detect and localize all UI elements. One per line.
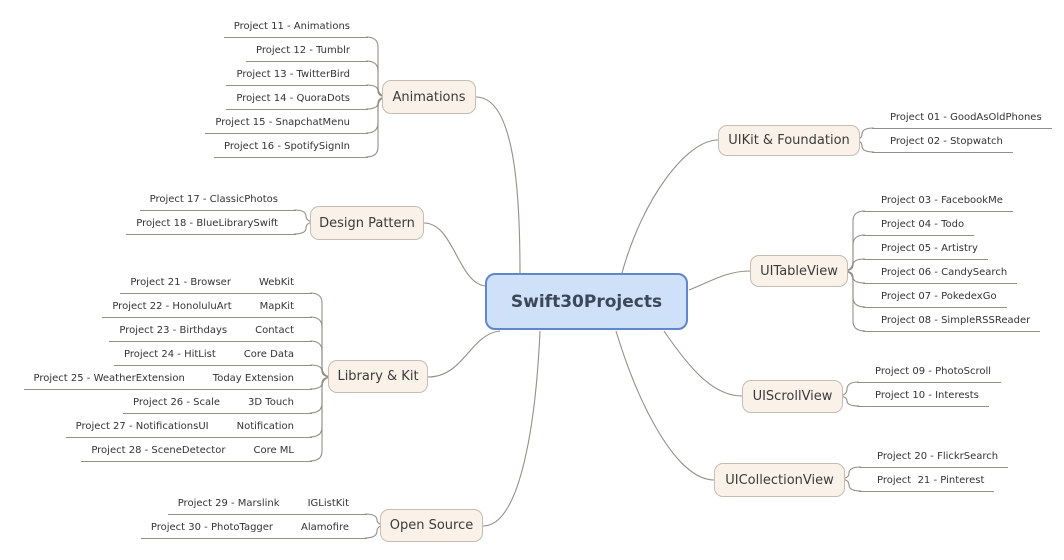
leaf-project-04[interactable]: Project 04 - Todo <box>863 218 975 236</box>
kit-3d-touch[interactable]: 3D Touch <box>238 396 312 414</box>
branch-node-uiscrollview[interactable]: UIScrollView <box>742 380 843 413</box>
leaf-project-13[interactable]: Project 13 - TwitterBird <box>226 68 368 86</box>
kit-webkit[interactable]: WebKit <box>248 276 312 294</box>
leaf-project-29[interactable]: Project 29 - Marslink <box>167 497 298 515</box>
leaf-project-20[interactable]: Project 20 - FlickrSearch <box>859 450 1009 468</box>
kit-iglistkit[interactable]: IGListKit <box>297 497 367 515</box>
leaf-project-08[interactable]: Project 08 - SimpleRSSReader <box>863 314 1041 332</box>
leaf-project-26[interactable]: Project 26 - Scale <box>123 396 239 414</box>
leaf-project-23[interactable]: Project 23 - Birthdays <box>109 324 246 342</box>
kit-today-extension[interactable]: Today Extension <box>202 372 312 390</box>
kit-contact[interactable]: Contact <box>245 324 312 342</box>
leaf-project-01[interactable]: Project 01 - GoodAsOldPhones <box>872 111 1052 129</box>
branch-node-design-pattern[interactable]: Design Pattern <box>310 206 424 240</box>
branch-node-uicollectionview[interactable]: UICollectionView <box>714 463 845 497</box>
branch-node-animations[interactable]: Animations <box>382 80 476 114</box>
kit-mapkit[interactable]: MapKit <box>249 300 312 318</box>
leaf-project-16[interactable]: Project 16 - SpotifySignIn <box>214 140 368 158</box>
leaf-project-14[interactable]: Project 14 - QuoraDots <box>226 92 368 110</box>
kit-alamofire[interactable]: Alamofire <box>291 521 367 539</box>
leaf-project-03[interactable]: Project 03 - FacebookMe <box>863 194 1013 212</box>
leaf-project-11[interactable]: Project 11 - Animations <box>223 20 368 38</box>
branch-node-library-kit[interactable]: Library & Kit <box>328 360 428 393</box>
leaf-project-27[interactable]: Project 27 - NotificationsUI <box>65 420 227 438</box>
leaf-project-05[interactable]: Project 05 - Artistry <box>863 242 988 260</box>
leaf-project-06[interactable]: Project 06 - CandySearch <box>863 266 1018 284</box>
leaf-project-24[interactable]: Project 24 - HitList <box>114 348 234 366</box>
branch-node-uitableview[interactable]: UITableView <box>750 255 848 287</box>
kit-core-data[interactable]: Core Data <box>233 348 312 366</box>
branch-node-open-source[interactable]: Open Source <box>380 509 483 542</box>
leaf-project-21-browser[interactable]: Project 21 - Browser <box>120 276 249 294</box>
leaf-project-25[interactable]: Project 25 - WeatherExtension <box>23 372 203 390</box>
root-branch-connectors <box>423 96 751 527</box>
leaf-project-21-pinterest[interactable]: Project 21 - Pinterest <box>859 474 995 492</box>
library-kit-leaf-connectors <box>309 292 333 462</box>
leaf-project-12[interactable]: Project 12 - Tumblr <box>246 44 368 62</box>
leaf-project-15[interactable]: Project 15 - SnapchatMenu <box>205 116 368 134</box>
leaf-project-07[interactable]: Project 07 - PokedexGo <box>863 290 1007 308</box>
leaf-project-02[interactable]: Project 02 - Stopwatch <box>872 135 1013 153</box>
leaf-project-30[interactable]: Project 30 - PhotoTagger <box>140 521 292 539</box>
leaf-project-22[interactable]: Project 22 - HonoluluArt <box>102 300 250 318</box>
kit-core-ml[interactable]: Core ML <box>243 444 312 462</box>
leaf-project-09[interactable]: Project 09 - PhotoScroll <box>857 365 1002 383</box>
leaf-project-28[interactable]: Project 28 - SceneDetector <box>81 444 244 462</box>
leaf-project-18[interactable]: Project 18 - BlueLibrarySwift <box>126 217 296 235</box>
leaf-project-17[interactable]: Project 17 - ClassicPhotos <box>139 193 296 211</box>
kit-notification[interactable]: Notification <box>226 420 312 438</box>
branch-node-uikit-foundation[interactable]: UIKit & Foundation <box>718 125 860 156</box>
root-node[interactable]: Swift30Projects <box>485 273 688 330</box>
leaf-project-10[interactable]: Project 10 - Interests <box>857 389 989 407</box>
uitableview-leaf-connectors <box>842 210 866 332</box>
